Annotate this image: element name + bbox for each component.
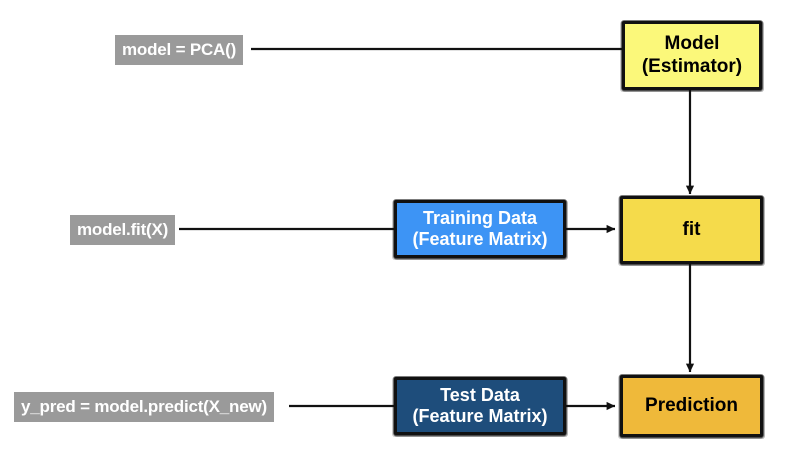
test-data-box-line2: (Feature Matrix) [412, 406, 548, 426]
fit-box-line1: fit [682, 218, 701, 240]
model-box[interactable]: Model (Estimator) [622, 21, 762, 90]
code-label-predict[interactable]: y_pred = model.predict(X_new) [14, 392, 274, 422]
model-box-line2: (Estimator) [641, 55, 743, 77]
training-data-box-line2: (Feature Matrix) [412, 229, 548, 249]
prediction-box[interactable]: Prediction [620, 375, 763, 437]
test-data-box-line1: Test Data [440, 384, 520, 405]
code-label-create[interactable]: model = PCA() [115, 35, 244, 65]
training-data-box[interactable]: Training Data (Feature Matrix) [394, 200, 566, 258]
test-data-box[interactable]: Test Data (Feature Matrix) [394, 377, 566, 435]
training-data-box-line1: Training Data [422, 207, 538, 228]
fit-box[interactable]: fit [620, 196, 763, 264]
code-label-fit[interactable]: model.fit(X) [70, 215, 176, 245]
model-box-line1: Model [664, 33, 720, 55]
prediction-box-line1: Prediction [645, 394, 738, 416]
